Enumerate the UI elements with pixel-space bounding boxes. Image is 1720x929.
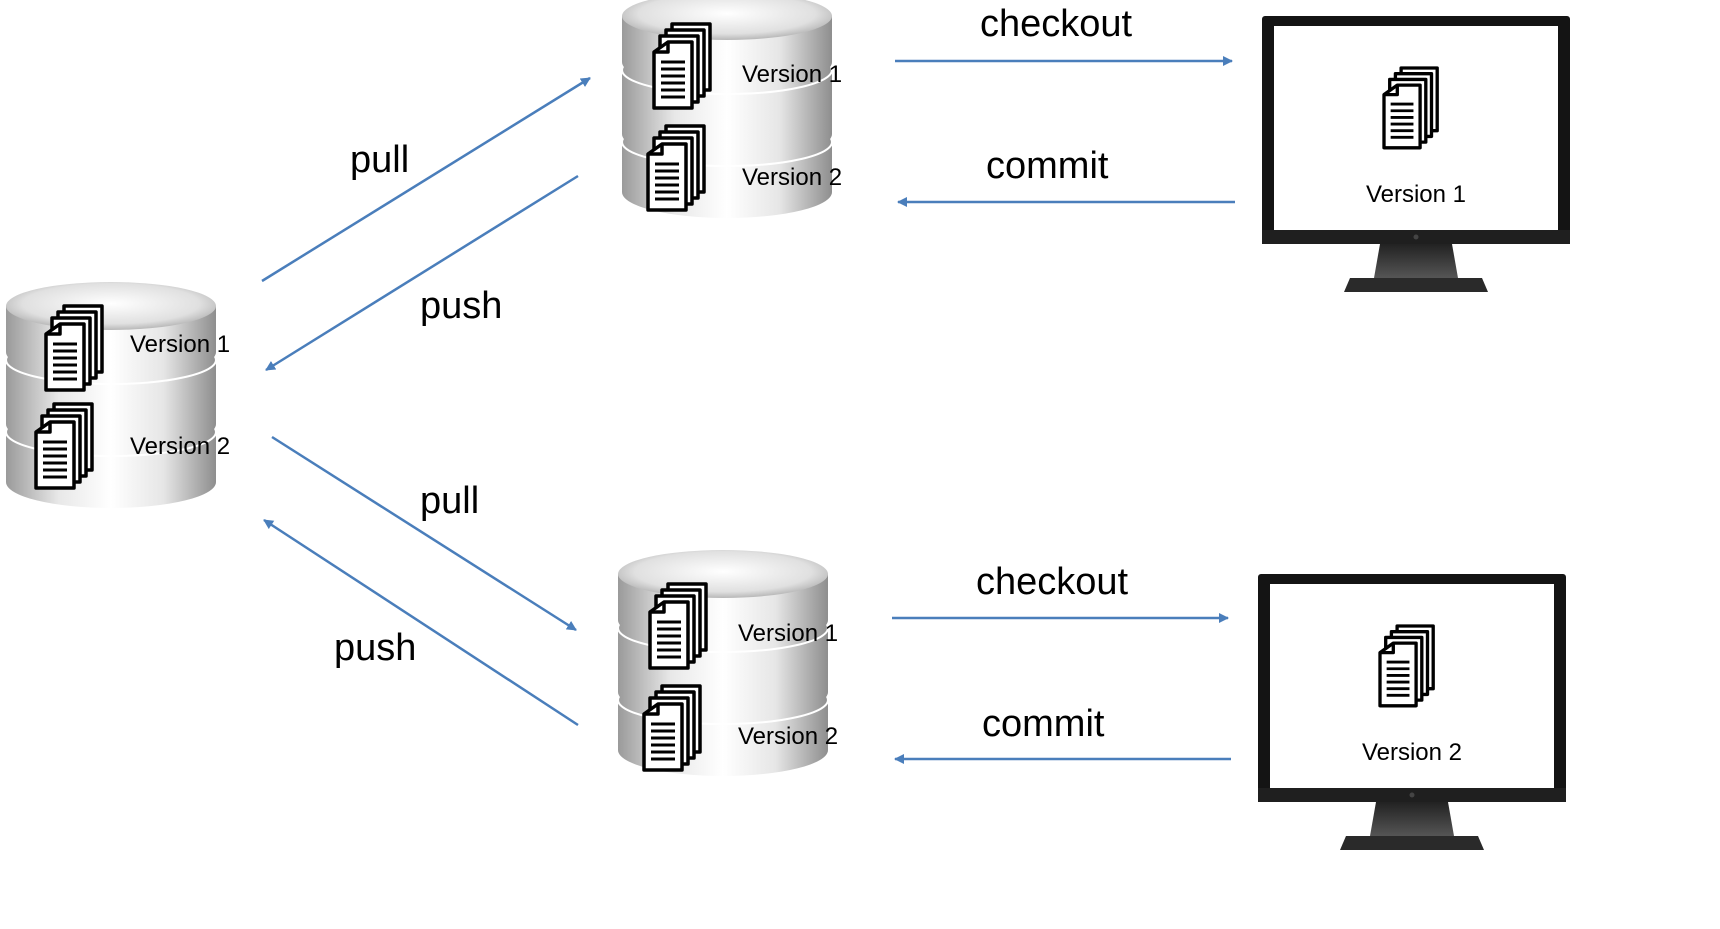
- top-version-2-label: Version 2: [742, 164, 842, 191]
- workstation-top: Version 1: [1262, 16, 1570, 292]
- documents-icon: [34, 402, 94, 490]
- workstation-bottom: Version 2: [1258, 574, 1566, 850]
- push-label-top: push: [420, 285, 502, 327]
- push-label-bottom: push: [334, 627, 416, 669]
- arrow-push-top: [265, 174, 579, 372]
- documents-icon: [642, 684, 702, 772]
- documents-icon: [646, 124, 706, 212]
- pull-label-bottom: pull: [420, 480, 479, 522]
- commit-label-top: commit: [986, 145, 1109, 187]
- documents-icon: [1382, 66, 1439, 150]
- central-repository: Version 1 Version 2: [5, 281, 230, 509]
- checkout-label-bottom: checkout: [976, 561, 1129, 603]
- monitor-icon: [1262, 16, 1570, 292]
- arrow-pull-bottom: [271, 435, 577, 632]
- arrow-pull-top: [261, 76, 591, 283]
- monitor-icon: [1258, 574, 1566, 850]
- checkout-label-top: checkout: [980, 3, 1133, 45]
- documents-icon: [648, 582, 708, 670]
- workstation-bottom-label: Version 2: [1362, 739, 1462, 766]
- pull-label-top: pull: [350, 139, 409, 181]
- arrow-push-bottom: [263, 518, 579, 727]
- remote-repository-bottom: Version 1 Version 2: [617, 549, 838, 777]
- documents-icon: [44, 304, 104, 392]
- remote-repository-top: Version 1 Version 2: [621, 0, 842, 219]
- documents-icon: [652, 22, 712, 110]
- arrows: [261, 56, 1235, 764]
- central-version-1-label: Version 1: [130, 331, 230, 358]
- central-version-2-label: Version 2: [130, 433, 230, 460]
- top-version-1-label: Version 1: [742, 61, 842, 88]
- commit-label-bottom: commit: [982, 703, 1105, 745]
- bottom-version-1-label: Version 1: [738, 620, 838, 647]
- workstation-top-label: Version 1: [1366, 181, 1466, 208]
- documents-icon: [1378, 624, 1435, 708]
- bottom-version-2-label: Version 2: [738, 723, 838, 750]
